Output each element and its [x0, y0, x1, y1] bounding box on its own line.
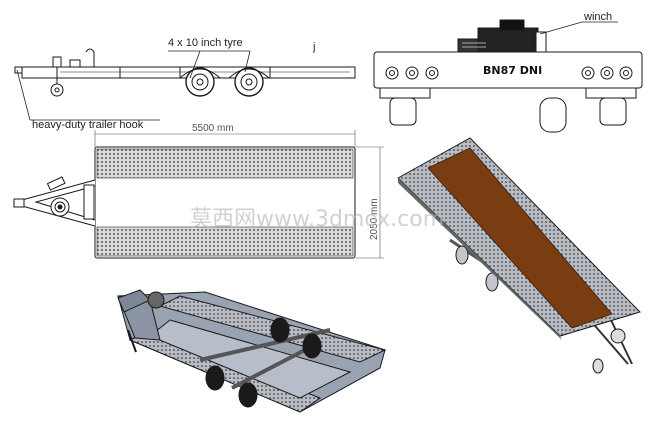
- iso-right-jockey-wheel: [592, 358, 604, 374]
- rear-right-support: [599, 97, 627, 126]
- side-hitch: [14, 66, 22, 74]
- winch-callout: winch: [539, 11, 618, 35]
- winch-unit: [457, 19, 547, 53]
- iso-left-wheel-1: [205, 365, 225, 391]
- plan-ramp-top: [96, 148, 354, 179]
- length-dimension: 5500 mm: [192, 123, 234, 134]
- number-plate: BN87 DNI: [483, 64, 542, 77]
- width-dimension: 2050 mm: [369, 198, 380, 240]
- iso-view-right: [397, 137, 641, 374]
- rear-lights-right: [581, 66, 633, 80]
- side-wheel-rear: [234, 67, 264, 97]
- hook-callout: heavy-duty trailer hook: [16, 69, 160, 131]
- plan-ramp-bottom: [96, 226, 354, 257]
- iso-left-wheel-4: [302, 333, 322, 359]
- tyre-note: 4 x 10 inch tyre: [168, 37, 243, 49]
- iso-right-wheel-2: [485, 272, 499, 292]
- plan-view: 5500 mm 2050 mm: [13, 123, 384, 259]
- iso-left-wheel-2: [238, 382, 258, 408]
- tyre-callout: 4 x 10 inch tyre: [168, 37, 251, 79]
- rear-left-support: [389, 97, 417, 126]
- side-wheel-front: [185, 67, 215, 97]
- iso-right-wood-floor: [427, 147, 613, 329]
- iso-right-wheel-1: [455, 245, 469, 265]
- iso-left-wheel-3: [270, 317, 290, 343]
- stray-mark: j: [312, 41, 315, 53]
- iso-view-left: [117, 289, 387, 413]
- winch-note: winch: [583, 11, 612, 23]
- rear-view: [373, 19, 643, 133]
- rear-spare-wheel: [539, 97, 567, 133]
- jockey-wheel: [50, 48, 95, 97]
- plan-drawbar: [13, 176, 96, 227]
- rear-lights-left: [385, 66, 439, 80]
- side-view: [14, 48, 356, 97]
- hook-note: heavy-duty trailer hook: [32, 119, 144, 131]
- watermark: 莫西网www.3dmox.com: [190, 207, 444, 232]
